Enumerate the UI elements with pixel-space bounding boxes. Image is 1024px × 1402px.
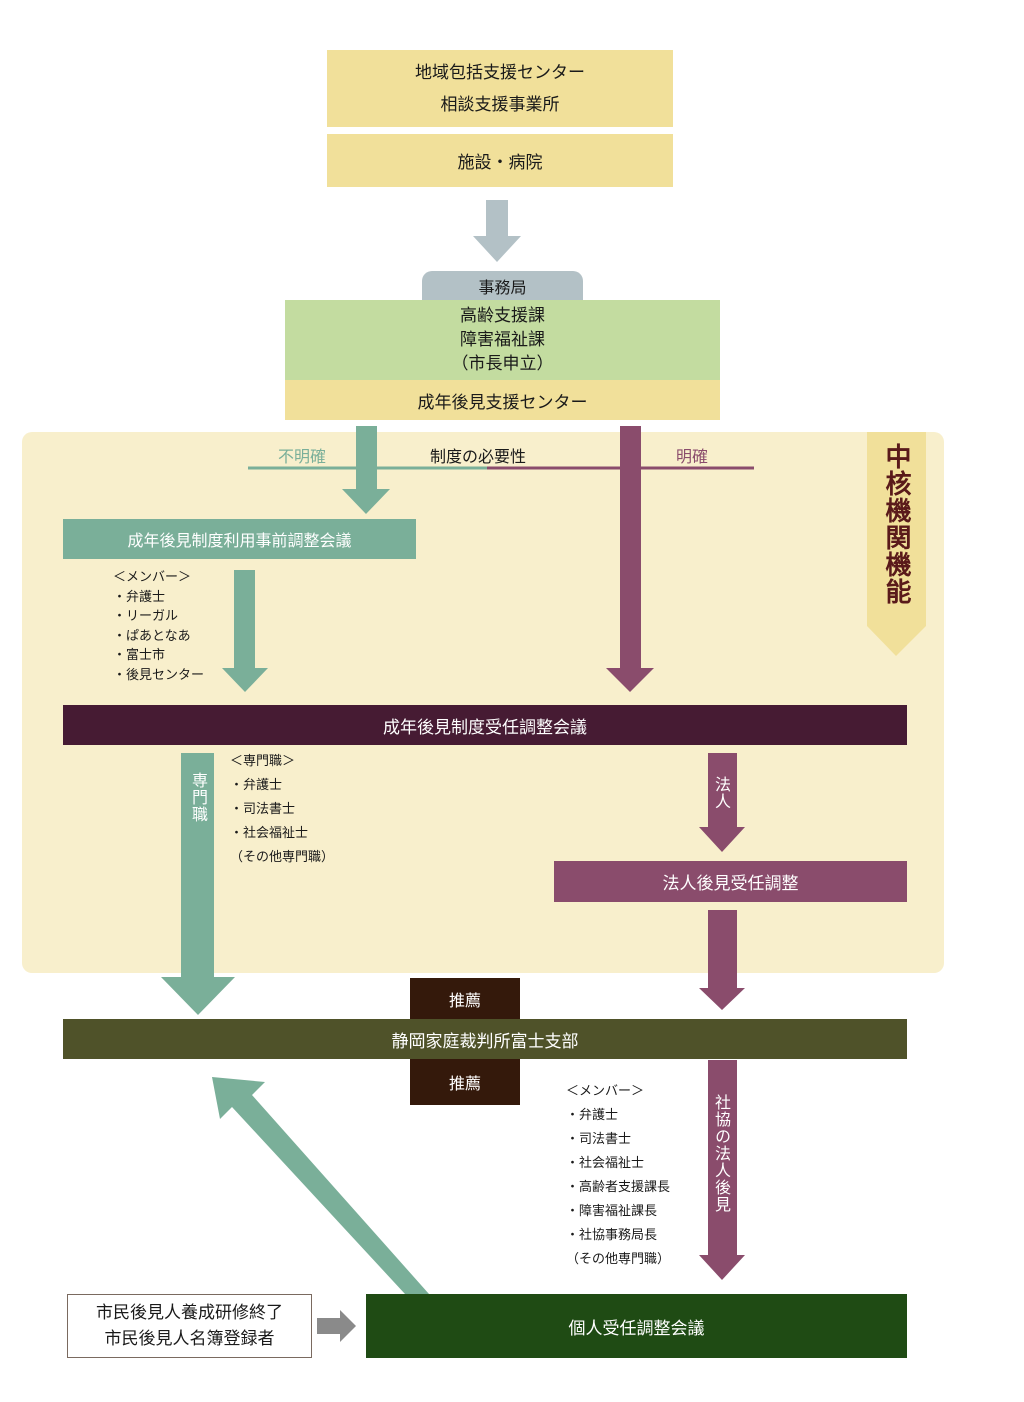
core-function-label: 中核機関機能 <box>881 443 911 605</box>
council-header: ＜メンバー＞ <box>566 1084 645 1099</box>
member-item: ・後見センター <box>113 667 205 683</box>
secretariat-tab-label: 事務局 <box>478 278 527 297</box>
secretariat-line3: （市長申立） <box>451 354 554 374</box>
pre-meeting-members: ＜メンバー＞ ・弁護士 ・リーガル ・ぱあとなあ ・富士市 ・後見センター <box>113 568 204 685</box>
pre-meeting-box: 成年後見制度利用事前調整会議 <box>63 519 416 559</box>
arrow-down-gray <box>473 200 521 262</box>
label-necessity: 制度の必要性 <box>430 447 527 466</box>
citizen-line2: 市民後見人名簿登録者 <box>104 1329 275 1349</box>
arrow-down-plum-corporate <box>699 753 745 852</box>
recommend-bottom-box: 推薦 <box>410 1058 520 1105</box>
arrow-down-teal-members <box>222 570 268 692</box>
consultation-line1: 地域包括支援センター <box>415 62 585 83</box>
arrow-right-gray <box>317 1310 356 1342</box>
facility-box: 施設・病院 <box>327 134 673 187</box>
consultation-line2: 相談支援事業所 <box>440 94 560 115</box>
professional-item: ・司法書士 <box>230 802 296 817</box>
council-item: ・司法書士 <box>566 1132 632 1147</box>
secretariat-line2: 障害福祉課 <box>460 330 545 350</box>
facility-label: 施設・病院 <box>457 153 543 173</box>
arrow-down-teal-unclear <box>342 426 390 514</box>
council-arrow-label: 社協の法人後見 <box>712 1094 731 1213</box>
citizen-line1: 市民後見人養成研修終了 <box>96 1303 283 1323</box>
label-unclear: 不明確 <box>278 447 327 466</box>
label-clear: 明確 <box>676 447 709 466</box>
arrow-down-plum-clear <box>606 426 654 692</box>
secretariat-box: 高齢支援課 障害福祉課 （市長申立） <box>285 300 720 380</box>
guardianship-center-box: 成年後見支援センター <box>285 380 720 420</box>
professional-arrow-label: 専門職 <box>189 772 208 823</box>
council-item: ・社会福祉士 <box>566 1156 645 1171</box>
acceptance-meeting-bar: 成年後見制度受任調整会議 <box>63 705 907 745</box>
guardianship-center-label: 成年後見支援センター <box>417 392 588 413</box>
professional-list: ＜専門職＞ ・弁護士 ・司法書士 ・社会福祉士 （その他専門職） <box>230 750 334 870</box>
arrow-diagonal-citizen <box>212 1077 429 1294</box>
acceptance-meeting-label: 成年後見制度受任調整会議 <box>383 717 587 738</box>
recommend-bottom-label: 推薦 <box>448 1073 481 1093</box>
arrow-down-plum-council <box>699 1060 745 1280</box>
council-item: （その他専門職） <box>566 1252 671 1267</box>
corporate-guardian-box: 法人後見受任調整 <box>554 861 907 902</box>
corporate-arrow-label: 法人 <box>712 776 731 810</box>
consultation-box: 地域包括支援センター 相談支援事業所 <box>327 50 673 127</box>
member-item: ・富士市 <box>113 648 166 663</box>
professional-header: ＜専門職＞ <box>230 754 296 769</box>
council-item: ・弁護士 <box>566 1108 619 1123</box>
recommend-top-label: 推薦 <box>448 991 481 1010</box>
core-function-banner <box>867 432 926 656</box>
arrow-down-plum-to-court <box>699 910 745 1010</box>
individual-meeting-label: 個人受任調整会議 <box>568 1318 705 1339</box>
professional-item: ・弁護士 <box>230 778 283 793</box>
court-label: 静岡家庭裁判所富士支部 <box>391 1031 579 1052</box>
pre-meeting-label: 成年後見制度利用事前調整会議 <box>127 531 352 550</box>
professional-item: （その他専門職） <box>230 850 335 865</box>
recommend-top-box: 推薦 <box>410 978 520 1020</box>
member-item: ・弁護士 <box>113 589 166 605</box>
members-header: ＜メンバー＞ <box>113 570 192 585</box>
court-bar: 静岡家庭裁判所富士支部 <box>63 1019 907 1059</box>
citizen-guardian-box: 市民後見人養成研修終了 市民後見人名簿登録者 <box>67 1294 312 1358</box>
member-item: ・リーガル <box>113 609 179 624</box>
individual-meeting-box: 個人受任調整会議 <box>366 1294 907 1358</box>
council-item: ・障害福祉課長 <box>566 1204 658 1219</box>
secretariat-line1: 高齢支援課 <box>460 306 545 326</box>
council-members-list: ＜メンバー＞ ・弁護士 ・司法書士 ・社会福祉士 ・高齢者支援課長 ・障害福祉課… <box>566 1080 670 1272</box>
council-item: ・高齢者支援課長 <box>566 1180 671 1195</box>
council-item: ・社協事務局長 <box>566 1228 658 1243</box>
corporate-guardian-label: 法人後見受任調整 <box>662 874 799 894</box>
member-item: ・ぱあとなあ <box>113 628 191 644</box>
secretariat-tab: 事務局 <box>422 271 583 301</box>
arrow-down-teal-professional <box>161 753 235 1015</box>
professional-item: ・社会福祉士 <box>230 826 309 841</box>
